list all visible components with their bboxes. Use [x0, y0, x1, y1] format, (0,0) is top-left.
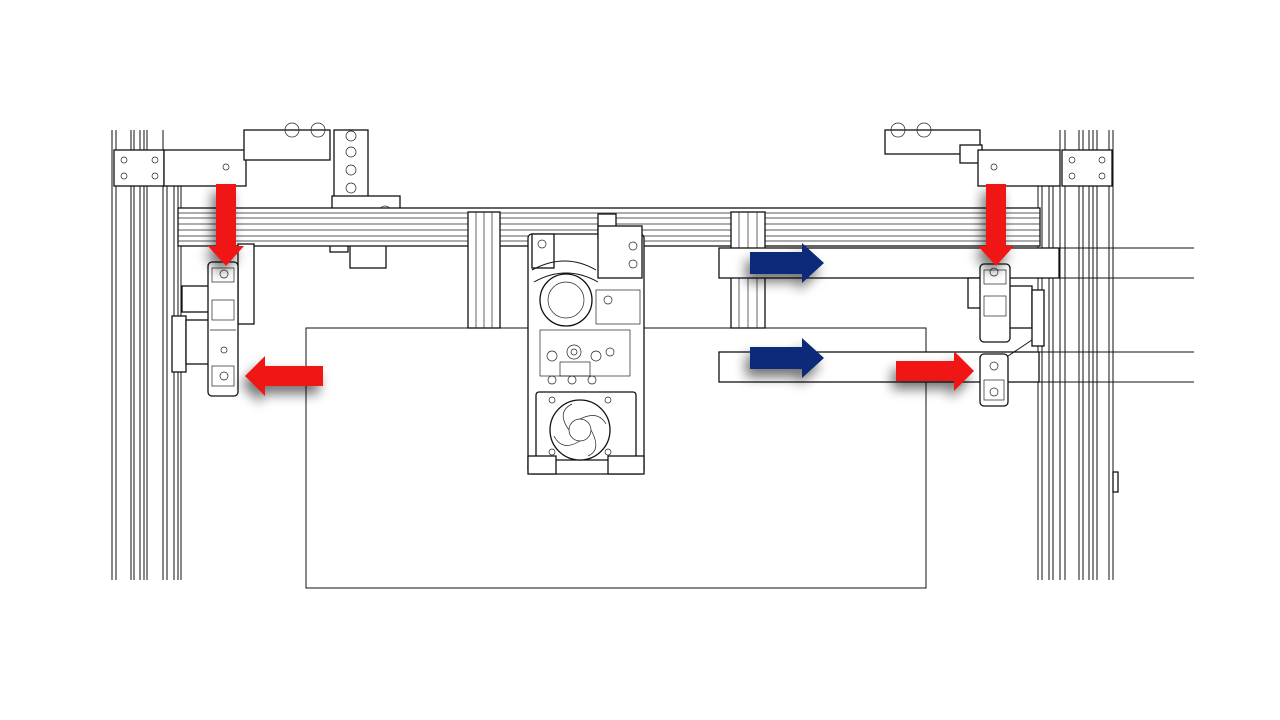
upper-belt-right-arrow — [750, 243, 824, 283]
right-pulley-down-arrow — [978, 184, 1014, 266]
motion-arrows — [208, 184, 1014, 396]
center-left-rail — [467, 211, 501, 329]
lower-belt-right-arrow — [750, 338, 824, 378]
cable-chain — [329, 129, 401, 269]
left-idler-carriage — [171, 243, 255, 397]
toolhead — [527, 213, 645, 475]
right-carriage-right-arrow — [896, 351, 974, 391]
right-frame-upright — [1037, 130, 1119, 580]
left-frame-upright — [111, 130, 182, 580]
left-pulley-down-arrow — [208, 184, 244, 266]
left-top-corner-bracket — [113, 122, 331, 187]
left-carriage-left-arrow — [245, 356, 323, 396]
right-idler-carriage — [967, 263, 1045, 407]
right-top-corner-bracket — [884, 122, 1113, 187]
